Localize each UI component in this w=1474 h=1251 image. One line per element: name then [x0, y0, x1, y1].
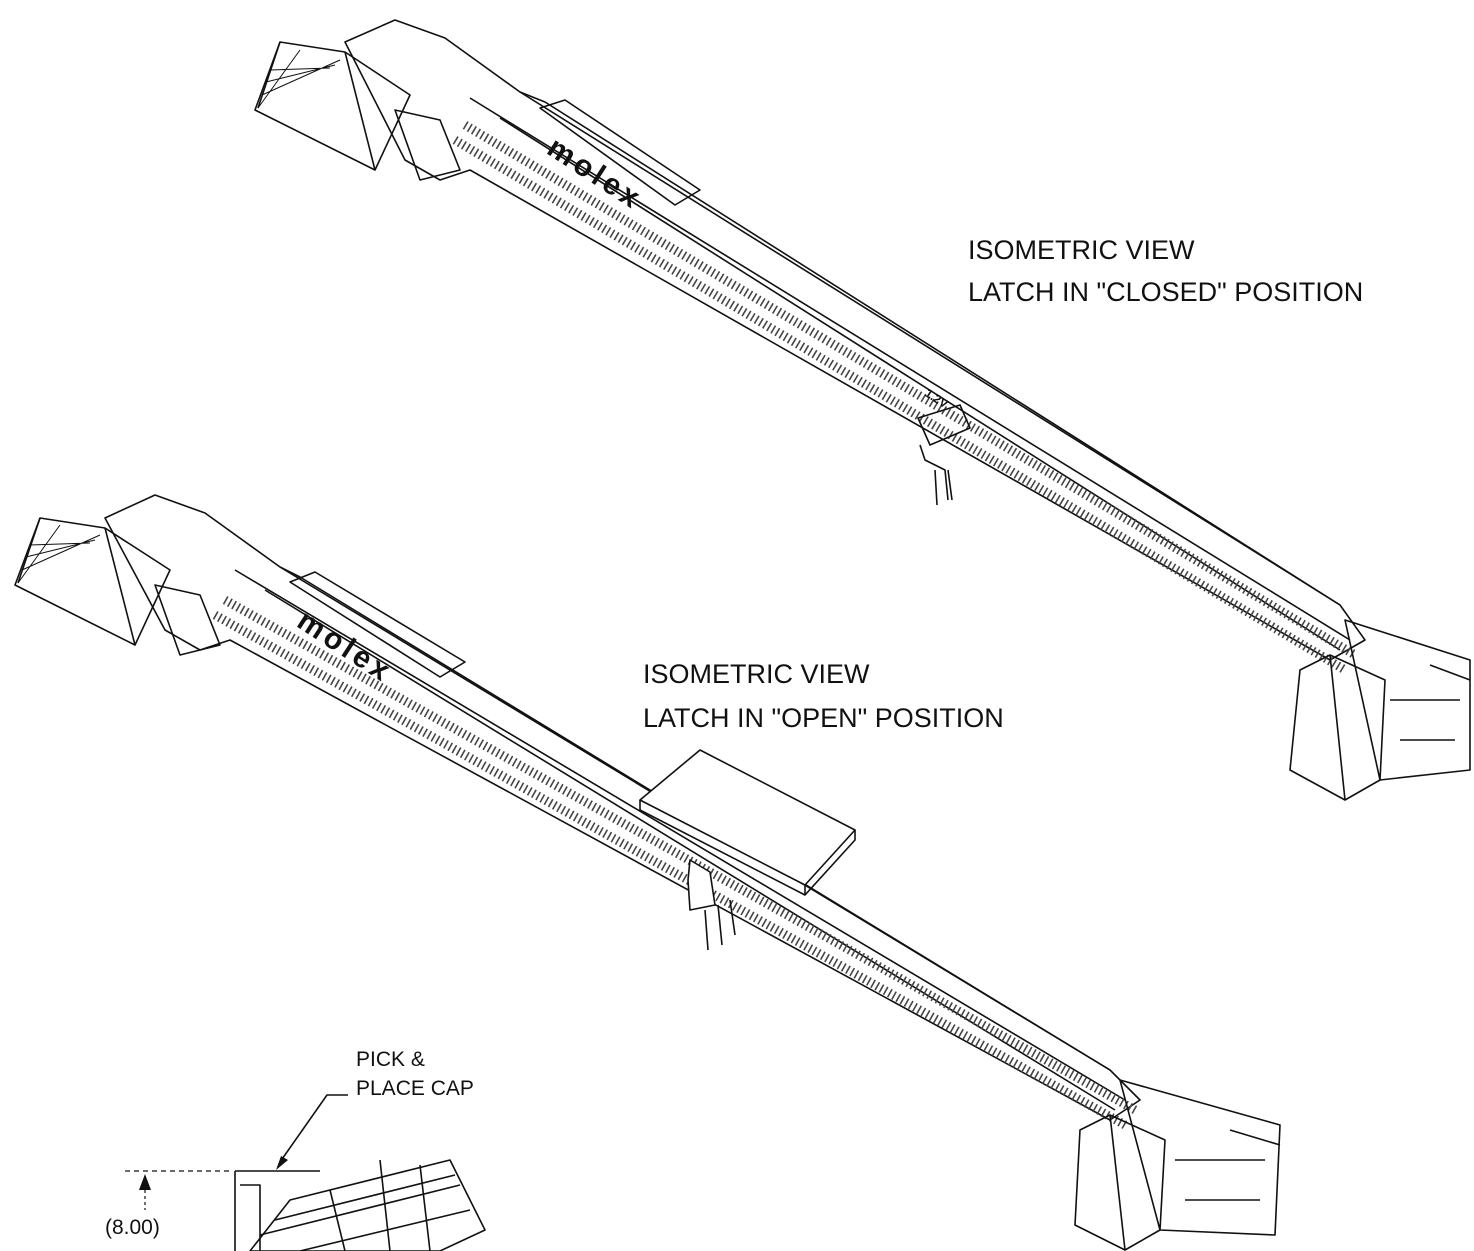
closed-connector: [254, 19, 1471, 801]
right-latch: [1289, 619, 1471, 801]
pick-place-callout-line2: PLACE CAP: [356, 1077, 474, 1100]
contact-row: [452, 136, 1348, 674]
contact-row: [222, 596, 1138, 1114]
open-view-subtitle: LATCH IN "OPEN" POSITION: [643, 703, 1004, 733]
closed-view-title: ISOMETRIC VIEW: [968, 235, 1195, 265]
pick-and-place-cap: [639, 749, 856, 951]
closed-view-subtitle: LATCH IN "CLOSED" POSITION: [968, 277, 1364, 307]
side-detail-view: [234, 1159, 486, 1251]
left-latch: [254, 41, 461, 181]
right-latch: [1074, 1079, 1281, 1251]
molex-logo-box: [289, 571, 466, 678]
open-view-title: ISOMETRIC VIEW: [643, 659, 870, 689]
open-connector: [14, 494, 1281, 1251]
left-latch: [14, 517, 221, 656]
callout-leader: [276, 1094, 348, 1170]
contact-row: [212, 611, 1128, 1129]
dimension-lines: [125, 1170, 232, 1210]
molex-logo-box: [539, 99, 701, 206]
pick-place-callout-line1: PICK &: [356, 1048, 425, 1071]
center-key: [917, 404, 971, 506]
dimension-value: (8.00): [105, 1216, 160, 1239]
